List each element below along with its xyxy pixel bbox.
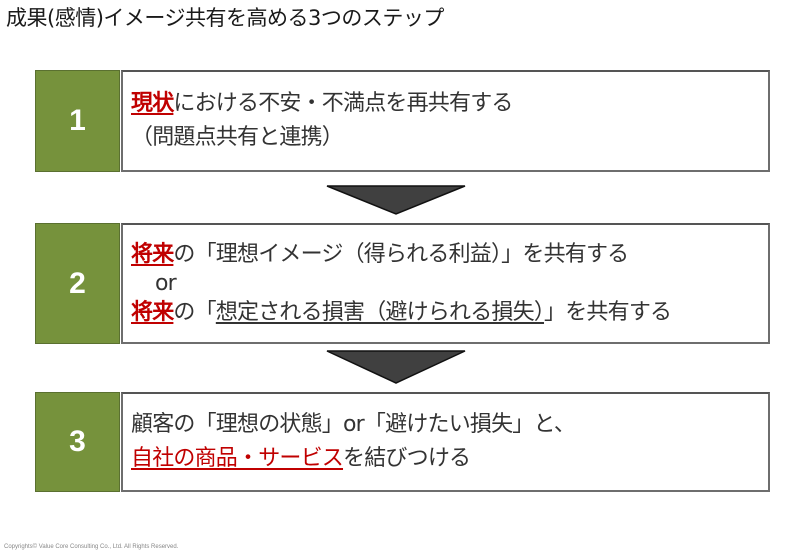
- step-line: 将来の「想定される損害（避けられる損失）」を共有する: [131, 296, 768, 330]
- step-text: における不安・不満点を再共有する: [173, 91, 513, 116]
- highlight-text: 自社の商品・サービス: [131, 446, 344, 471]
- down-arrow-icon: [326, 350, 466, 384]
- step-line: 現状における不安・不満点を再共有する: [131, 87, 768, 121]
- step-text: を結びつける: [343, 446, 471, 471]
- step-content-box: 現状における不安・不満点を再共有する （問題点共有と連携）: [121, 70, 770, 172]
- down-arrow-icon: [326, 185, 466, 215]
- step-line: 顧客の「理想の状態」or「避けたい損失」と、: [131, 408, 768, 442]
- highlight-text: 将来: [131, 241, 174, 267]
- step-number-badge: 2: [35, 223, 120, 344]
- step-3: 3 顧客の「理想の状態」or「避けたい損失」と、 自社の商品・サービスを結びつけ…: [35, 392, 770, 492]
- step-1: 1 現状における不安・不満点を再共有する （問題点共有と連携）: [35, 70, 770, 172]
- step-text: の「: [173, 299, 216, 325]
- highlight-text: 現状: [131, 91, 174, 116]
- copyright-footer: Copyrights© Value Core Consulting Co., L…: [4, 544, 179, 550]
- underlined-text: 想定される損害（避けられる損失）: [215, 299, 545, 325]
- or-text: or: [155, 270, 177, 296]
- step-text: 」を共有する: [544, 299, 672, 325]
- step-number-badge: 3: [35, 392, 120, 492]
- step-content-box: 顧客の「理想の状態」or「避けたい損失」と、 自社の商品・サービスを結びつける: [121, 392, 770, 492]
- step-text: （問題点共有と連携）: [131, 125, 344, 150]
- step-line: （問題点共有と連携）: [131, 121, 768, 155]
- step-line: 自社の商品・サービスを結びつける: [131, 442, 768, 476]
- step-number-badge: 1: [35, 70, 120, 172]
- step-text: 顧客の「理想の状態」or「避けたい損失」と、: [131, 412, 576, 437]
- step-content-box: 将来の「理想イメージ（得られる利益）」を共有する or 将来の「想定される損害（…: [121, 223, 770, 344]
- step-text: の「理想イメージ（得られる利益）」を共有する: [173, 241, 629, 267]
- step-2: 2 将来の「理想イメージ（得られる利益）」を共有する or 将来の「想定される損…: [35, 223, 770, 344]
- step-line: 将来の「理想イメージ（得られる利益）」を共有する: [131, 238, 768, 272]
- highlight-text: 将来: [131, 299, 174, 325]
- page-title: 成果(感情)イメージ共有を高める3つのステップ: [6, 6, 444, 30]
